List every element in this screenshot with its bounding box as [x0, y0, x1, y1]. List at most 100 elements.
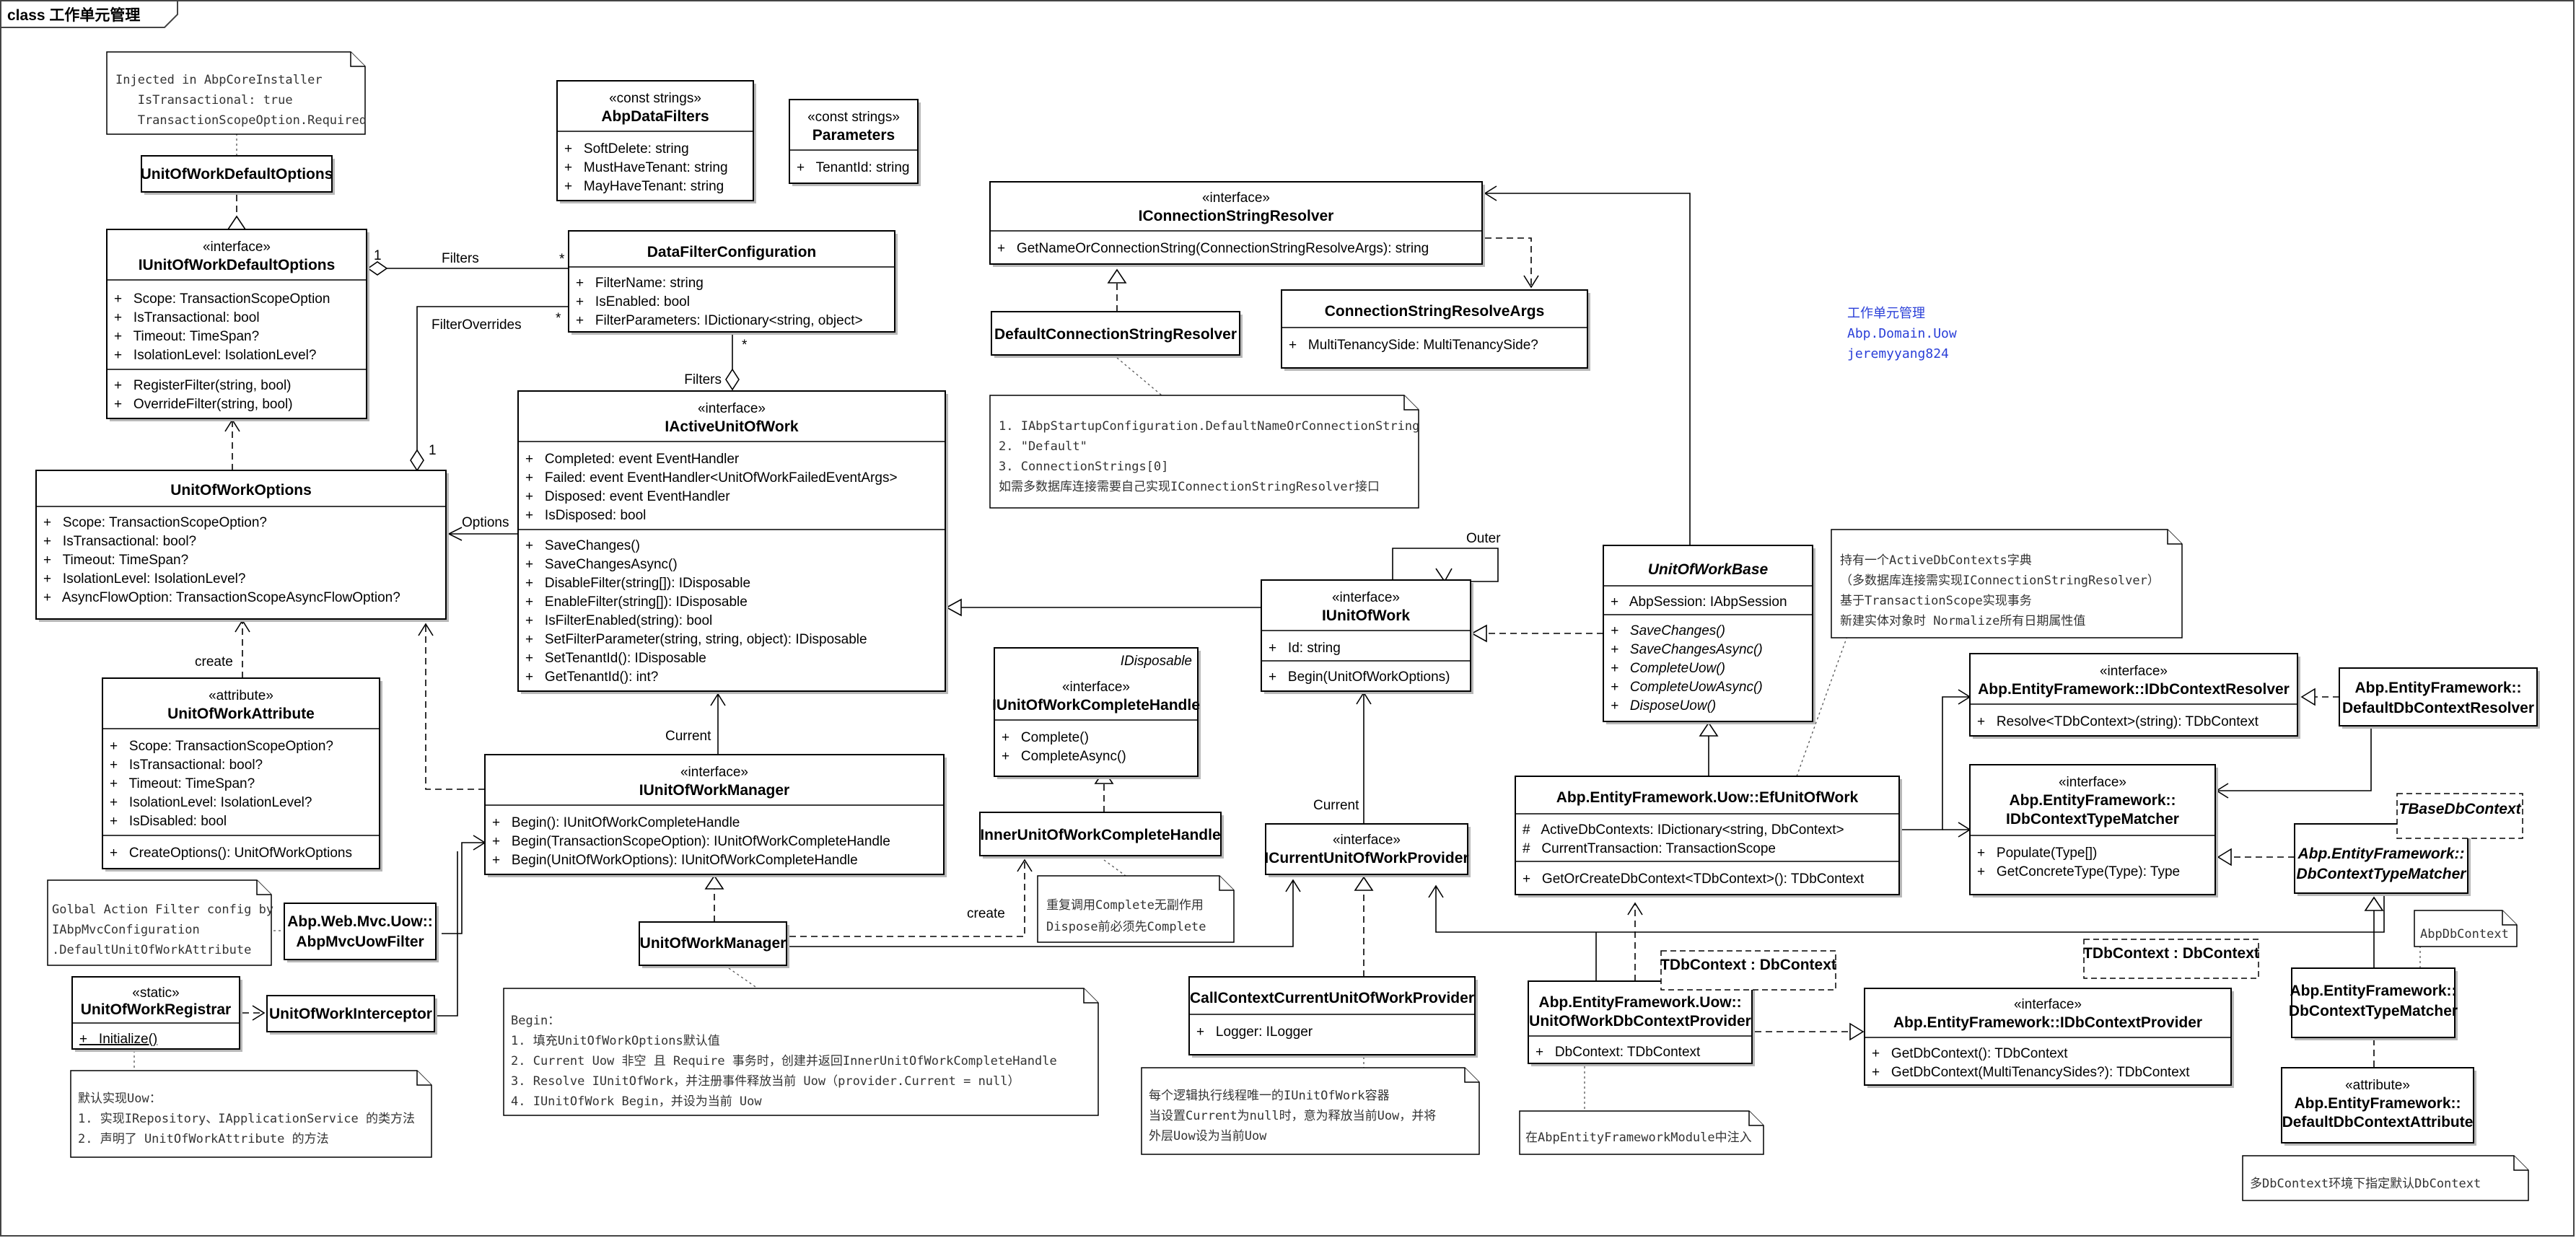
- stereotype: «interface»: [698, 401, 766, 416]
- operation: + Complete(): [1002, 730, 1089, 745]
- class-iunitofworkdefaultoptions[interactable]: «interface» IUnitOfWorkDefaultOptions + …: [106, 229, 369, 421]
- class-unitofworkinterceptor[interactable]: UnitOfWorkInterceptor: [266, 995, 437, 1035]
- operation: + Initialize(): [79, 1032, 157, 1047]
- label-create: create: [195, 654, 233, 670]
- label-filters-vertical: Filters: [684, 372, 722, 387]
- class-name: AbpDataFilters: [601, 108, 709, 125]
- class-abpdatafilters[interactable]: «const strings» AbpDataFilters + SoftDel…: [556, 80, 756, 203]
- class-name: Abp.EntityFramework::: [2297, 846, 2464, 862]
- aggregation-diamond: [367, 261, 388, 276]
- note-link: [1116, 357, 1162, 396]
- class-defaultdbcontextattribute[interactable]: «attribute» Abp.EntityFramework:: Defaul…: [2281, 1067, 2476, 1146]
- attribute: + DbContext: TDbContext: [1535, 1045, 1701, 1060]
- class-name: Abp.EntityFramework::: [2009, 792, 2176, 809]
- stereotype: «attribute»: [2345, 1078, 2410, 1093]
- operation: + SaveChangesAsync(): [525, 557, 678, 572]
- stereotype: «interface»: [2014, 997, 2082, 1012]
- attribute: + Failed: event EventHandler<UnitOfWorkF…: [525, 470, 898, 486]
- attribute: + IsolationLevel: IsolationLevel?: [110, 795, 312, 810]
- class-idbcontextprovider[interactable]: TDbContext : DbContext «interface» Abp.E…: [1864, 939, 2259, 1088]
- class-iunitofworkmanager[interactable]: «interface» IUnitOfWorkManager + Begin()…: [484, 754, 947, 877]
- class-icurrentunitofworkprovider[interactable]: «interface» ICurrentUnitOfWorkProvider: [1264, 823, 1471, 877]
- association-line: [442, 842, 485, 934]
- stereotype: «interface»: [2059, 775, 2126, 790]
- aggregation-diamond: [410, 449, 424, 472]
- class-connectionstringresolveargs[interactable]: ConnectionStringResolveArgs + MultiTenan…: [1281, 289, 1590, 371]
- association-filteroverrides: [416, 306, 569, 470]
- note-text: 当设置Current为null时，意为释放当前Uow，并将: [1149, 1109, 1436, 1123]
- class-defaultconnectionstringresolver[interactable]: DefaultConnectionStringResolver: [991, 311, 1243, 358]
- class-name: DbContextTypeMatcher: [2297, 866, 2468, 882]
- class-datafilterconfiguration[interactable]: DataFilterConfiguration + FilterName: st…: [568, 230, 898, 335]
- class-name: IUnitOfWorkManager: [639, 782, 789, 799]
- note-registrar: 默认实现Uow： 1. 实现IRepository、IApplicationSe…: [70, 1070, 432, 1158]
- attribute: + SoftDelete: string: [564, 141, 689, 157]
- association-line: [1485, 193, 1691, 545]
- class-abpmvcuowfilter[interactable]: Abp.Web.Mvc.Uow:: AbpMvcUowFilter: [284, 903, 439, 962]
- class-unitofworkdbcontextprovider[interactable]: TDbContext : DbContext Abp.EntityFramewo…: [1528, 950, 1836, 1066]
- attribute: + FilterParameters: IDictionary<string, …: [576, 313, 863, 328]
- note-link: [728, 967, 758, 989]
- info-line: 工作单元管理: [1847, 306, 1925, 321]
- class-name: UnitOfWorkOptions: [170, 482, 312, 499]
- note-complete: 重复调用Complete无副作用 Dispose前必须先Complete: [1037, 875, 1235, 943]
- class-unitofworkmanager[interactable]: UnitOfWorkManager: [639, 921, 789, 968]
- template-tag: TDbContext : DbContext: [1660, 957, 1836, 973]
- attribute: + IsTransactional: bool: [114, 310, 260, 325]
- class-efunitofwork[interactable]: Abp.EntityFramework.Uow::EfUnitOfWork # …: [1515, 776, 1902, 897]
- association-line: [1902, 696, 1970, 830]
- class-defaultdbcontextresolver[interactable]: Abp.EntityFramework:: DefaultDbContextRe…: [2339, 667, 2540, 729]
- realization-arrow: [2217, 848, 2232, 866]
- arrow-head: [252, 1005, 266, 1021]
- class-generic-dbcontexttypematcher[interactable]: TBaseDbContext Abp.EntityFramework:: DbC…: [2294, 793, 2523, 896]
- dependency-line: [1485, 237, 1532, 287]
- realization-arrow: [1849, 1022, 1865, 1041]
- class-idbcontextresolver[interactable]: «interface» Abp.EntityFramework::IDbCont…: [1969, 653, 2300, 739]
- attribute: # CurrentTransaction: TransactionScope: [1523, 841, 1776, 856]
- class-unitofworkregistrar[interactable]: «static» UnitOfWorkRegistrar + Initializ…: [71, 976, 242, 1052]
- dependency-line: [425, 624, 485, 790]
- label-options: Options: [462, 515, 509, 530]
- realization-arrow: [704, 874, 724, 890]
- class-name: Parameters: [812, 127, 895, 144]
- class-dbcontexttypematcher[interactable]: Abp.EntityFramework:: DbContextTypeMatch…: [2289, 967, 2458, 1040]
- operation: + SetTenantId(): IDisposable: [525, 651, 706, 666]
- operation: + IsFilterEnabled(string): bool: [525, 613, 712, 628]
- attribute: + Scope: TransactionScopeOption: [114, 291, 330, 307]
- class-name: UnitOfWorkBase: [1648, 561, 1769, 578]
- operation: + CompleteAsync(): [1002, 749, 1126, 764]
- class-name: DefaultDbContextResolver: [2342, 700, 2534, 716]
- class-iunitofwork[interactable]: «interface» IUnitOfWork + Id: string + B…: [1261, 579, 1473, 694]
- class-innerunitofworkcompletehandle[interactable]: InnerUnitOfWorkCompleteHandle: [979, 812, 1224, 859]
- generalization-arrow: [1699, 721, 1719, 737]
- operation: + Populate(Type[]): [1977, 846, 2097, 861]
- class-name: ICurrentUnitOfWorkProvider: [1264, 850, 1468, 866]
- class-unitofworkoptions[interactable]: UnitOfWorkOptions + Scope: TransactionSc…: [35, 470, 449, 622]
- class-parameters[interactable]: «const strings» Parameters + TenantId: s…: [789, 99, 921, 186]
- attribute: + AbpSession: IAbpSession: [1611, 594, 1787, 610]
- class-name: UnitOfWorkDbContextProvider: [1529, 1013, 1751, 1030]
- class-iactiveunitofwork[interactable]: «interface» IActiveUnitOfWork + Complete…: [517, 390, 948, 694]
- realization-arrow: [2300, 688, 2316, 706]
- operation: + GetTenantId(): int?: [525, 670, 658, 685]
- class-name: Abp.EntityFramework::: [2294, 1095, 2461, 1112]
- class-unitofworkdefaultoptions[interactable]: UnitOfWorkDefaultOptions: [141, 155, 335, 195]
- class-unitofworkattribute[interactable]: «attribute» UnitOfWorkAttribute + Scope:…: [102, 677, 382, 872]
- class-name: DataFilterConfiguration: [647, 244, 817, 260]
- attribute: + IsTransactional: bool?: [43, 534, 196, 549]
- note-text: 3. ConnectionStrings[0]: [999, 460, 1168, 474]
- class-name: CallContextCurrentUnitOfWorkProvider: [1190, 990, 1474, 1006]
- attribute: + MustHaveTenant: string: [564, 160, 728, 175]
- class-unitofworkbase[interactable]: UnitOfWorkBase + AbpSession: IAbpSession…: [1603, 545, 1815, 724]
- note-text: 持有一个ActiveDbContexts字典: [1840, 553, 2032, 568]
- operation: + GetDbContext(): TDbContext: [1872, 1046, 2068, 1061]
- info-line: Abp.Domain.Uow: [1847, 326, 1957, 341]
- operation: + Resolve<TDbContext>(string): TDbContex…: [1977, 714, 2259, 729]
- stereotype: «interface»: [2100, 664, 2168, 679]
- attribute: + AsyncFlowOption: TransactionScopeAsync…: [43, 590, 400, 605]
- class-iunitofworkcompletehandle[interactable]: IDisposable «interface» IUnitOfWorkCompl…: [992, 647, 1201, 779]
- class-callcontextcurrentunitofworkprovider[interactable]: CallContextCurrentUnitOfWorkProvider + L…: [1188, 976, 1478, 1058]
- class-idbcontexttypematcher[interactable]: «interface» Abp.EntityFramework:: IDbCon…: [1969, 764, 2218, 897]
- class-iconnectionstringresolver[interactable]: «interface» IConnectionStringResolver + …: [989, 181, 1485, 267]
- association-outer: [1392, 548, 1499, 582]
